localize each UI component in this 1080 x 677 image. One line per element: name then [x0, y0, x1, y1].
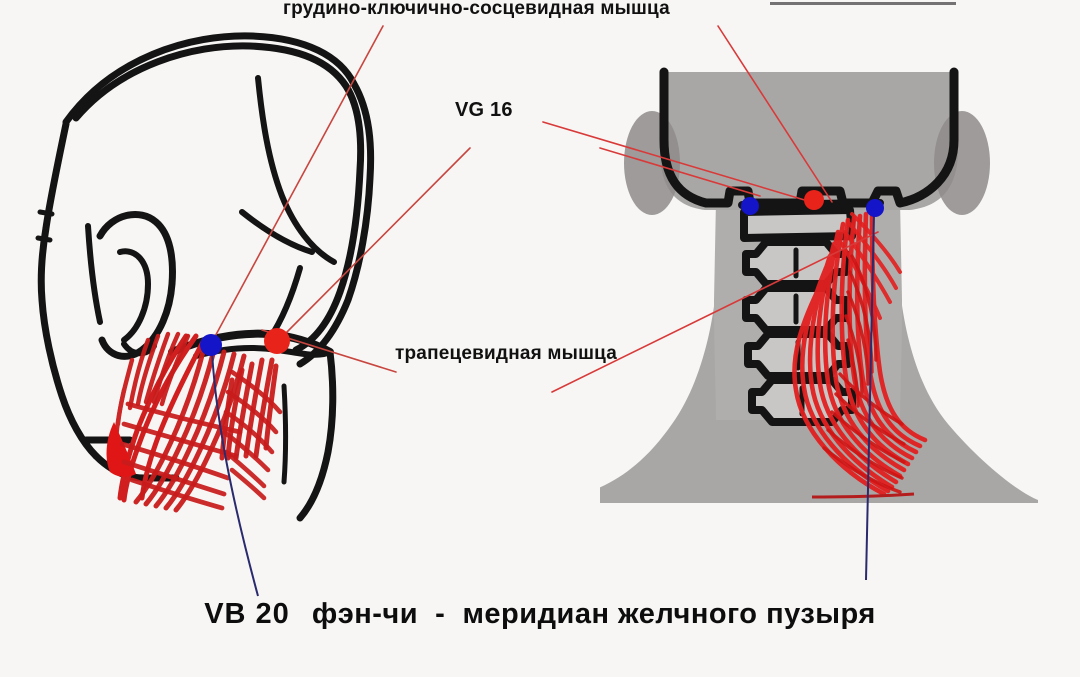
meridian-line-posterior	[865, 213, 875, 581]
scapula-border-line	[281, 383, 288, 485]
leader-vg16-right	[542, 121, 819, 205]
leader-vg16-left	[280, 147, 471, 339]
acupoint-vb20-lateral[interactable]	[200, 334, 222, 356]
trapezius-lower-border	[811, 492, 915, 499]
label-trapezius: трапецевидная мышца	[395, 343, 617, 364]
skull-outline-posterior	[659, 67, 959, 208]
preauricular-line	[85, 223, 103, 325]
leader-lines	[211, 25, 879, 393]
diagram-caption: VB 20 фэн-чи - меридиан желчного пузыря	[0, 598, 1080, 631]
top-rule-artifact	[770, 2, 956, 5]
trapezius-horizontal-fibers	[119, 401, 243, 511]
leader-scm-left	[211, 25, 384, 343]
occipital-ridge-line	[267, 265, 303, 341]
leader-scm-right	[717, 25, 833, 203]
scm-fiber-striations	[113, 331, 191, 447]
acupoint-vb20-posterior-left[interactable]	[741, 197, 759, 215]
leader-trap-right	[551, 231, 879, 393]
caption-point-code: VB 20	[204, 598, 290, 630]
temporal-line	[239, 209, 315, 255]
splenius-oblique-fibers	[221, 369, 283, 501]
skull-inner-outline	[62, 32, 375, 368]
caption-meridian: меридиан желчного пузыря	[462, 598, 876, 630]
deep-paraspinal-fibers	[822, 254, 906, 494]
lateral-view-group	[35, 32, 375, 522]
meridian-lines	[211, 213, 875, 597]
label-vg16: VG 16	[455, 99, 513, 121]
scalp-outline	[72, 42, 365, 354]
acupoint-vb20-posterior-right[interactable]	[866, 199, 884, 217]
head-crop-edge	[660, 66, 958, 72]
caption-point-name: фэн-чи	[311, 598, 419, 630]
meridian-line-lateral	[211, 351, 259, 597]
leader-cross-posterior	[599, 147, 761, 197]
ear-inner-helix	[117, 248, 152, 343]
acupoint-markers	[200, 190, 884, 356]
label-sternocleidomastoid: грудино-ключично-сосцевидная мышца	[283, 0, 670, 19]
caption-dash: -	[435, 598, 446, 630]
acupoint-vg16-posterior[interactable]	[804, 190, 824, 210]
coronal-suture-line	[255, 75, 337, 265]
forehead-face-line	[37, 120, 100, 460]
ear-outline	[96, 211, 176, 360]
posterior-neck-contour	[296, 348, 337, 522]
facial-notch-marks	[35, 209, 55, 243]
acupoint-vg16-lateral[interactable]	[264, 328, 290, 354]
right-ear-shape	[934, 111, 990, 215]
posterior-view-group	[600, 66, 1038, 503]
head-silhouette	[660, 70, 958, 210]
